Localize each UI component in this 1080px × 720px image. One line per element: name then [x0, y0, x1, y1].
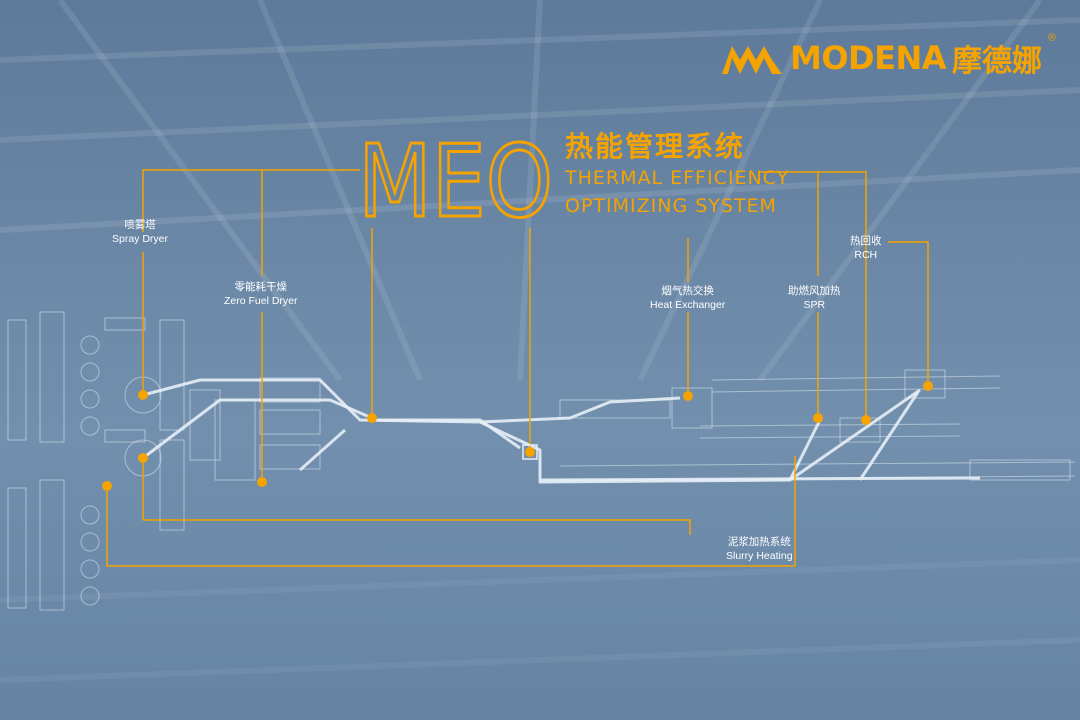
title-chinese: 热能管理系统 [565, 130, 746, 163]
meo-acronym: MEO [358, 130, 553, 226]
label-rch: 热回收 RCH [850, 235, 882, 261]
system-title: MEO 热能管理系统 THERMAL EFFICIENCY OPTIMIZING… [358, 130, 789, 226]
node-pipe-main [367, 413, 377, 423]
node-spray-dryer-top [138, 390, 148, 400]
label-spray-dryer: 喷雾塔 Spray Dryer [112, 219, 169, 245]
label-slurry-heating: 泥浆加热系统 Slurry Heating [726, 536, 793, 562]
label-heat-exchanger: 烟气热交换 Heat Exchanger [650, 285, 726, 311]
node-spr-2 [861, 415, 871, 425]
svg-text:MEO: MEO [358, 130, 553, 226]
pipe-network [142, 378, 981, 484]
node-markers [102, 381, 933, 491]
node-slurry-left [102, 481, 112, 491]
registered-mark: ® [1047, 32, 1057, 44]
title-english-line2: OPTIMIZING SYSTEM [565, 195, 777, 217]
label-spr: 助燃风加热 SPR [788, 285, 841, 311]
node-heat-exchanger [683, 391, 693, 401]
title-english-line1: THERMAL EFFICIENCY [565, 167, 790, 189]
node-spr [813, 413, 823, 423]
valve-center-box [522, 444, 538, 460]
left-machinery [7, 311, 321, 611]
leader-lines [106, 169, 929, 567]
node-rch [923, 381, 933, 391]
brand-name-cn: 摩德娜 [952, 44, 1043, 79]
node-zero-fuel-dryer [257, 477, 267, 487]
node-spray-dryer-bottom [138, 453, 148, 463]
label-zero-fuel-dryer: 零能耗干燥 Zero Fuel Dryer [224, 281, 298, 307]
modena-logo-icon [722, 46, 782, 74]
node-valve-center [525, 447, 535, 457]
brand-logo: MODENA 摩德娜 ® [722, 32, 1056, 80]
brand-name: MODENA [790, 39, 947, 77]
warehouse-background [0, 0, 1080, 680]
